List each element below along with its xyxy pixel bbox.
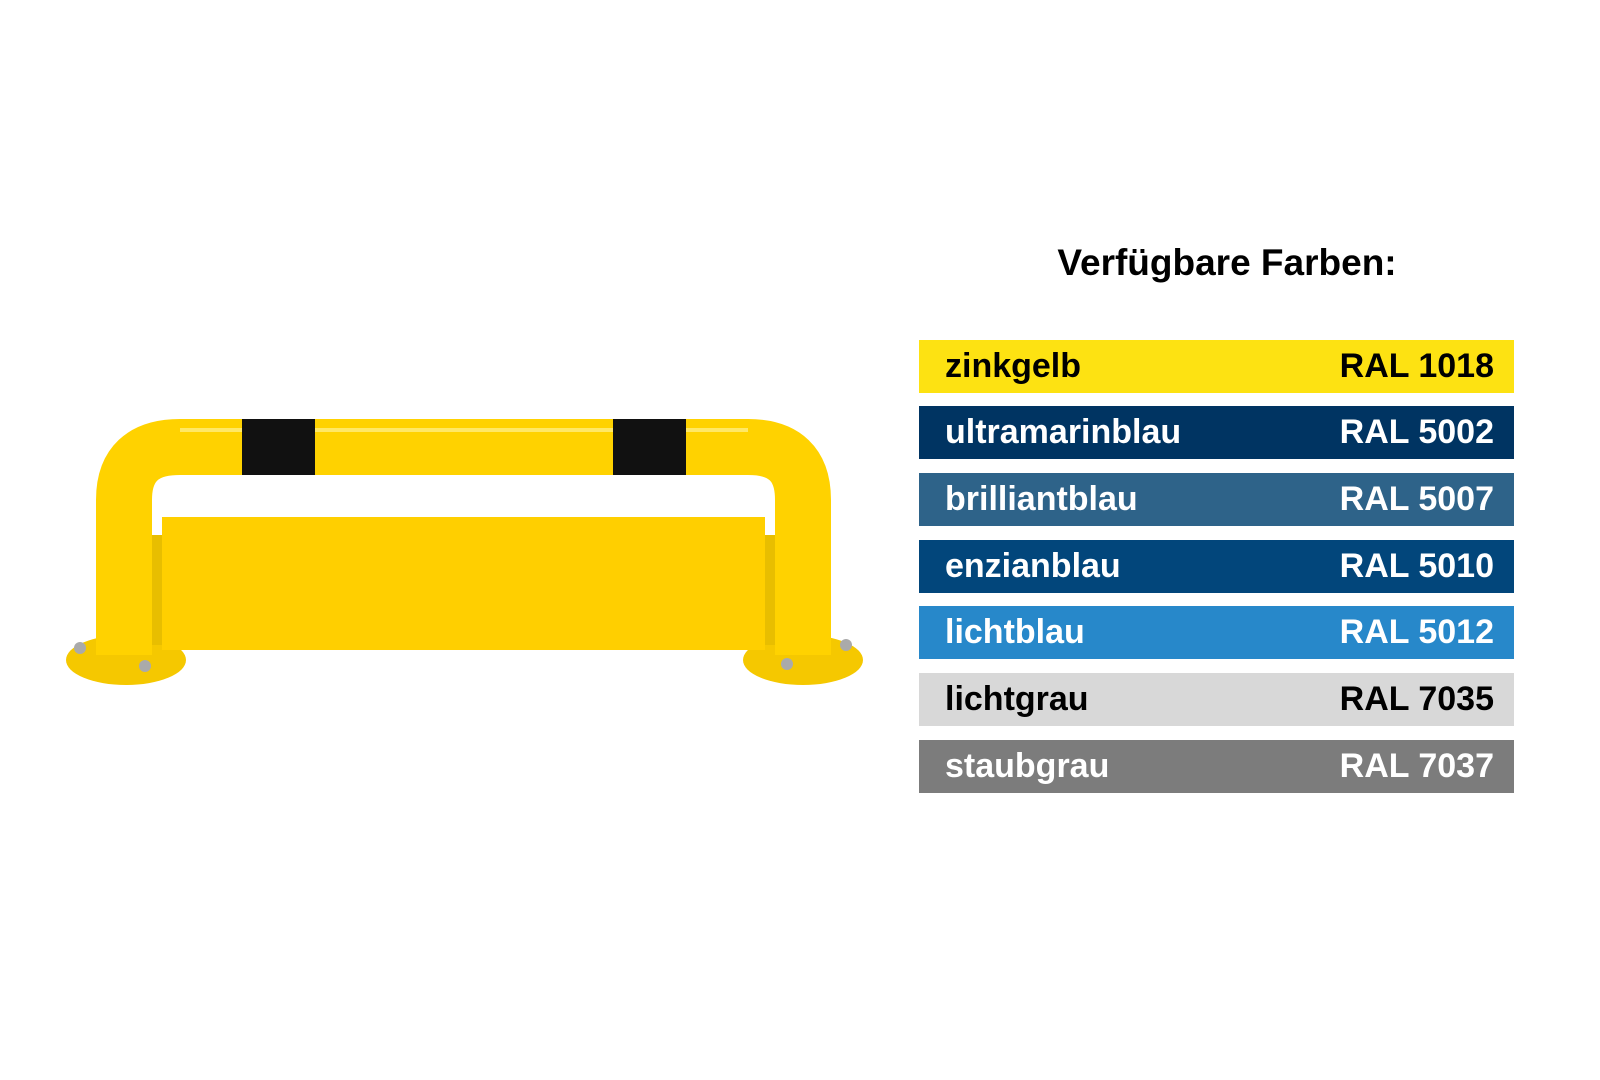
color-swatch-brilliantblau: brilliantblau RAL 5007 <box>919 473 1514 526</box>
ral-code: RAL 5010 <box>1339 547 1494 585</box>
bolts <box>74 639 852 672</box>
panel-bracket-left <box>150 535 165 645</box>
color-name: brilliantblau <box>945 480 1138 518</box>
impact-panel <box>162 517 765 650</box>
black-band-right <box>613 419 686 475</box>
color-name: staubgrau <box>945 747 1110 785</box>
panel-bracket-right <box>763 535 778 645</box>
color-name: lichtblau <box>945 613 1085 651</box>
barrier-product-image <box>66 419 863 685</box>
color-swatch-zinkgelb: zinkgelb RAL 1018 <box>919 340 1514 393</box>
color-swatch-staubgrau: staubgrau RAL 7037 <box>919 740 1514 793</box>
ral-code: RAL 7035 <box>1339 680 1494 718</box>
color-swatch-ultramarinblau: ultramarinblau RAL 5002 <box>919 406 1514 459</box>
ral-code: RAL 5007 <box>1339 480 1494 518</box>
color-name: zinkgelb <box>945 347 1082 385</box>
color-swatch-enzianblau: enzianblau RAL 5010 <box>919 540 1514 593</box>
right-base-plate <box>743 635 863 685</box>
color-swatch-lichtgrau: lichtgrau RAL 7035 <box>919 673 1514 726</box>
ral-code: RAL 7037 <box>1339 747 1494 785</box>
color-name: ultramarinblau <box>945 413 1182 451</box>
barrier-tube <box>96 419 831 655</box>
color-swatch-lichtblau: lichtblau RAL 5012 <box>919 606 1514 659</box>
black-band-left <box>242 419 315 475</box>
ral-code: RAL 5002 <box>1339 413 1494 451</box>
color-name: enzianblau <box>945 547 1121 585</box>
ral-code: RAL 1018 <box>1339 347 1494 385</box>
color-name: lichtgrau <box>945 680 1089 718</box>
ral-code: RAL 5012 <box>1339 613 1494 651</box>
colors-heading: Verfügbare Farben: <box>1057 242 1397 283</box>
